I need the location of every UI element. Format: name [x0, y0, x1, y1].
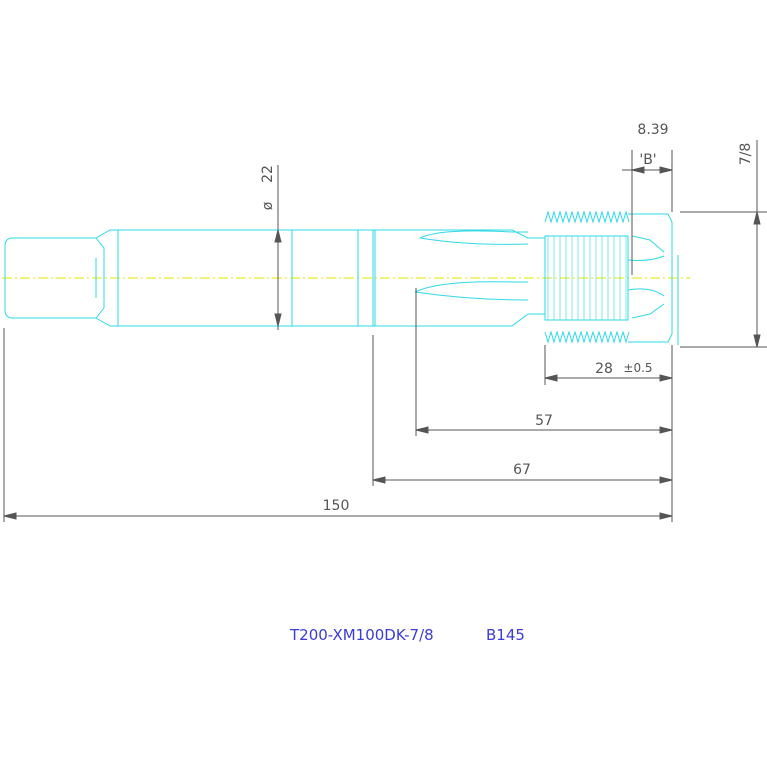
flute-1: [419, 230, 529, 245]
thread-lines: [547, 236, 627, 320]
overall-arrow-right: [659, 512, 673, 520]
chamfer-end: [628, 213, 673, 343]
thread-length-arrow-left: [544, 374, 558, 382]
flute-2: [414, 281, 529, 301]
diameter-arrow-bottom: [274, 313, 282, 327]
flute-length-arrow-left: [415, 426, 429, 434]
flute-length-arrow-right: [659, 426, 673, 434]
square-drive: [4, 237, 105, 319]
reach-value: 67: [513, 462, 531, 478]
thread-core: [544, 235, 629, 321]
shank: [117, 229, 374, 327]
thread-bottom: [544, 330, 630, 344]
diameter-value: 22: [260, 165, 276, 183]
thread-size-arrow-top: [753, 211, 761, 225]
overall-length-value: 150: [323, 498, 350, 514]
flute-body: [373, 229, 545, 327]
part-number: T200-XM100DK-7/8: [289, 626, 434, 644]
dimensions: [3, 140, 767, 522]
thread-length-arrow-right: [659, 374, 673, 382]
chamfer-value: 8.39: [637, 122, 668, 138]
detail-ref: 'B': [639, 152, 656, 168]
code: B145: [486, 626, 525, 644]
flute-length-value: 57: [535, 413, 553, 429]
overall-arrow-left: [3, 512, 17, 520]
thread-length-tolerance: ±0.5: [623, 361, 652, 375]
thread-top: [544, 210, 630, 224]
reach-arrow-right: [659, 476, 673, 484]
thread-length-value: 28: [595, 361, 613, 377]
reach-arrow-left: [372, 476, 386, 484]
thread-size-value: 7/8: [738, 143, 754, 166]
chamfer-arrow-left: [631, 166, 645, 174]
chamfer-arrow-right: [659, 166, 673, 174]
thread-size-arrow-bottom: [753, 334, 761, 348]
diameter-arrow-top: [274, 229, 282, 243]
chamfer-detail: [627, 235, 665, 319]
diameter-symbol: ø: [260, 201, 276, 210]
